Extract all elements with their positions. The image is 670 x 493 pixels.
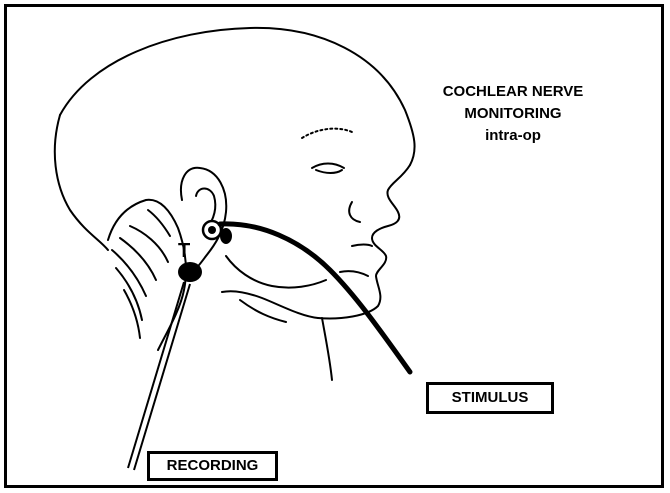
eye-lash bbox=[316, 170, 342, 173]
neck-back-outline bbox=[55, 115, 108, 250]
neck-line-1 bbox=[240, 300, 286, 322]
jaw-contour bbox=[226, 256, 326, 288]
stimulus-cable bbox=[220, 224, 410, 372]
tumor-mass bbox=[178, 262, 202, 282]
head-outline bbox=[60, 28, 415, 165]
chin-crease bbox=[340, 271, 368, 276]
eyebrow bbox=[302, 129, 352, 138]
lip-line bbox=[352, 245, 372, 247]
muscle-strand-4 bbox=[130, 226, 168, 262]
stimulus-label: STIMULUS bbox=[426, 382, 554, 414]
muscle-strand-6 bbox=[148, 210, 170, 236]
title-line-3: intra-op bbox=[408, 126, 618, 146]
title-line-2: MONITORING bbox=[408, 104, 618, 124]
cheek-line bbox=[349, 202, 360, 222]
title-line-1: COCHLEAR NERVE bbox=[408, 82, 618, 102]
neck-front bbox=[322, 318, 332, 380]
muscle-strand-3 bbox=[116, 268, 142, 320]
dissection-edge bbox=[108, 200, 186, 350]
jaw-line bbox=[222, 291, 318, 318]
tumor-label: T bbox=[178, 240, 190, 263]
eye bbox=[312, 164, 344, 169]
recording-lead-2 bbox=[134, 284, 190, 470]
muscle-strand-5 bbox=[124, 290, 140, 338]
face-profile bbox=[318, 165, 410, 319]
recording-label: RECORDING bbox=[147, 451, 278, 481]
muscle-strand-2 bbox=[120, 238, 156, 280]
recording-lead-1 bbox=[128, 282, 184, 468]
